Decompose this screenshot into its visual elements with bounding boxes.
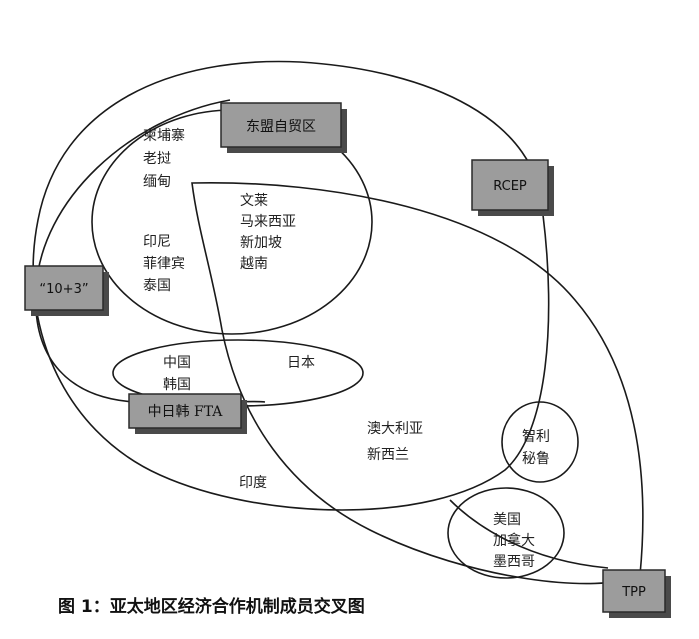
north-america-boundary	[447, 487, 565, 579]
figure-caption: 图 1：亚太地区经济合作机制成员交叉图	[58, 596, 365, 617]
country-japan: 日本	[287, 355, 315, 371]
country-peru: 秘鲁	[522, 451, 550, 467]
country-india: 印度	[239, 475, 267, 491]
country-philippines: 菲律宾	[143, 256, 185, 272]
country-cambodia: 柬埔寨	[143, 127, 185, 144]
country-china: 中国	[163, 355, 191, 371]
country-mexico: 墨西哥	[493, 554, 535, 570]
country-canada: 加拿大	[493, 532, 535, 549]
tpp-box: TPP	[602, 569, 671, 618]
country-vietnam: 越南	[240, 256, 268, 272]
rcep-box: RCEP	[471, 159, 554, 216]
ten-plus-three-label: “10+3”	[39, 282, 88, 297]
chile-peru-boundary	[501, 401, 579, 483]
country-malaysia: 马来西亚	[240, 214, 296, 230]
country-thailand: 泰国	[143, 278, 171, 294]
country-brunei: 文莱	[240, 193, 268, 209]
country-laos: 老挝	[143, 151, 171, 167]
country-usa: 美国	[493, 512, 521, 528]
ten-plus-three-box: “10+3”	[24, 265, 109, 316]
country-new-zealand: 新西兰	[367, 447, 409, 463]
country-myanmar: 缅甸	[143, 174, 171, 190]
asean-fta-box: 东盟自贸区	[220, 102, 347, 153]
cjk-fta-box: 中日韩 FTA	[128, 393, 247, 434]
rcep-label: RCEP	[493, 179, 527, 194]
country-indonesia: 印尼	[143, 234, 171, 250]
country-korea: 韩国	[163, 377, 191, 393]
asean-fta-label: 东盟自贸区	[246, 119, 316, 135]
tpp-boundary	[191, 181, 644, 585]
tpp-label: TPP	[621, 585, 646, 600]
country-singapore: 新加坡	[240, 235, 282, 251]
country-australia: 澳大利亚	[367, 421, 423, 437]
country-chile: 智利	[522, 429, 550, 445]
cjk-fta-label: 中日韩 FTA	[148, 404, 224, 420]
